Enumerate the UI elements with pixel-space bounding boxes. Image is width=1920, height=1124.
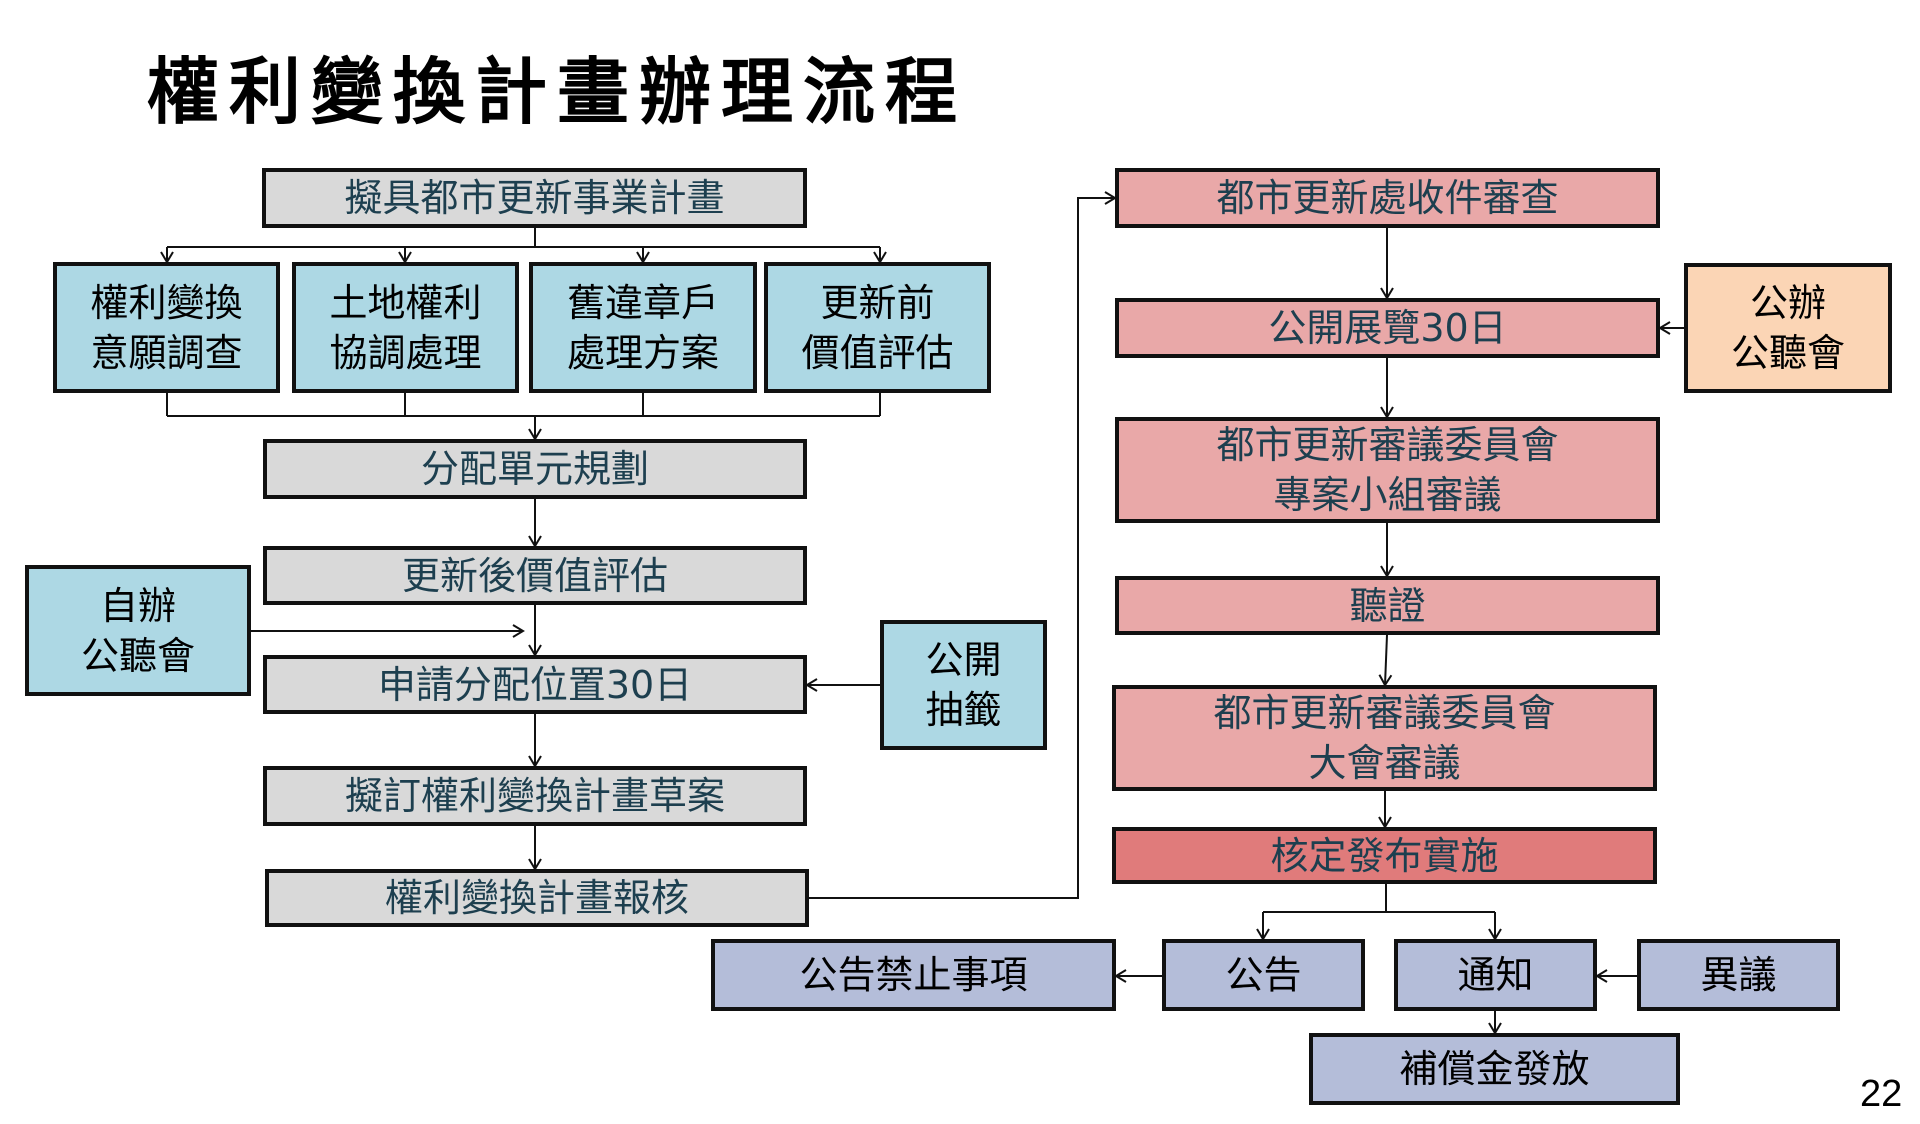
step-label: 通知 [1457,953,1534,997]
task-label-line-2: 意願調查 [90,330,243,375]
page-title: 權利變換計畫辦理流程 [147,50,968,134]
step-label: 分配單元規劃 [420,447,649,491]
step-announcement: 公告 [1162,939,1365,1011]
step-label: 公告 [1225,953,1302,997]
step-announcement-prohibitions: 公告禁止事項 [711,939,1116,1011]
step-plenary-review: 都市更新審議委員會 大會審議 [1112,685,1657,791]
step-task-force-review: 都市更新審議委員會 專案小組審議 [1115,417,1660,523]
step-label: 公告禁止事項 [799,953,1028,997]
task-illegal-structures-plan: 舊違章戶 處理方案 [529,262,757,393]
step-receipt-review: 都市更新處收件審查 [1115,168,1660,228]
step-label-line-1: 自辦 [99,583,176,628]
step-label-line-2: 抽籤 [925,688,1002,732]
step-notification: 通知 [1394,939,1597,1011]
step-label-line-1: 都市更新審議委員會 [1216,423,1559,467]
task-label-line-2: 協調處理 [329,330,482,375]
step-approval-and-enforcement: 核定發布實施 [1112,827,1657,884]
step-label-line-2: 公聽會 [80,633,195,678]
step-hearing: 聽證 [1115,576,1660,635]
step-label: 擬訂權利變換計畫草案 [344,774,725,818]
step-government-hearing: 公辦 公聽會 [1684,263,1892,393]
task-label-line-2: 處理方案 [566,330,719,375]
page-number: 22 [1860,1073,1903,1115]
task-label-line-1: 權利變換 [90,280,243,325]
step-label-line-1: 公開 [925,638,1002,682]
step-label: 申請分配位置30日 [377,662,693,707]
step-submit-plan-for-approval: 權利變換計畫報核 [265,869,809,927]
step-public-exhibition: 公開展覽30日 [1115,298,1660,358]
step-label: 公開展覽30日 [1268,306,1507,350]
step-label: 都市更新處收件審查 [1216,176,1559,220]
step-label-line-2: 大會審議 [1308,741,1461,785]
step-label: 異議 [1700,953,1777,997]
step-allocation-unit-planning: 分配單元規劃 [263,439,807,499]
step-compensation-payment: 補償金發放 [1309,1033,1680,1105]
step-objection: 異議 [1637,939,1840,1011]
step-public-lottery: 公開 抽籤 [880,620,1047,750]
task-land-rights-coordination: 土地權利 協調處理 [292,262,519,393]
step-self-hosted-hearing: 自辦 公聽會 [25,565,251,696]
task-rights-conversion-survey: 權利變換 意願調查 [53,262,280,393]
step-label-line-1: 公辦 [1749,281,1826,325]
step-label: 權利變換計畫報核 [384,876,689,920]
step-apply-allocation-position: 申請分配位置30日 [263,655,807,714]
task-label-line-1: 更新前 [820,280,935,325]
step-label: 核定發布實施 [1270,833,1499,878]
task-label-line-2: 價值評估 [801,330,954,375]
step-label-line-1: 都市更新審議委員會 [1213,691,1556,735]
step-post-renewal-valuation: 更新後價值評估 [263,546,807,605]
step-label: 聽證 [1349,583,1426,628]
arrow-to-plenary-review [1378,634,1393,687]
step-label: 補償金發放 [1399,1047,1590,1091]
step-label: 擬具都市更新事業計畫 [344,176,725,220]
step-draft-rights-conversion-plan: 擬訂權利變換計畫草案 [263,766,807,826]
step-label-line-2: 專案小組審議 [1273,473,1502,517]
task-label-line-1: 土地權利 [329,280,482,325]
step-draft-business-plan: 擬具都市更新事業計畫 [262,168,807,228]
task-pre-renewal-valuation: 更新前 價值評估 [764,262,991,393]
step-label-line-2: 公聽會 [1730,331,1845,375]
task-label-line-1: 舊違章戶 [566,280,719,325]
step-label: 更新後價值評估 [401,553,668,598]
